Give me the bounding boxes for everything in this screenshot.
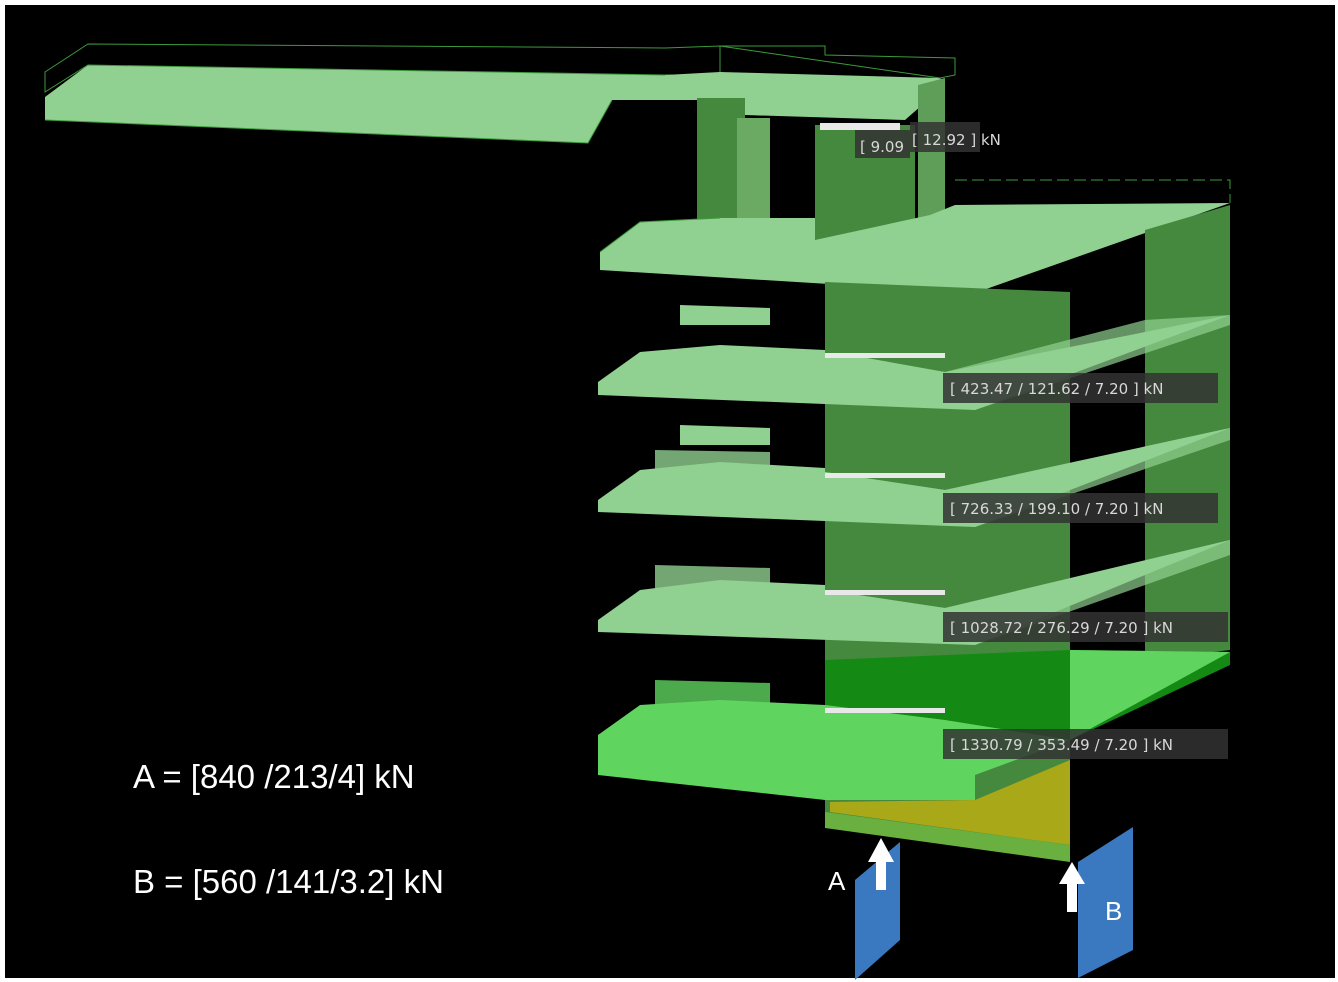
reaction-arrow-a [868, 838, 894, 890]
load-label-level-1: [ 1330.79 / 353.49 / 7.20 ] kN [943, 729, 1228, 759]
load-label-roof-b: [ 12.92 ] kN [912, 131, 1001, 149]
load-label-roof: [ 9.09 [ 12.92 ] kN [855, 122, 1001, 158]
transfer-beam [825, 760, 1070, 862]
support-b-letter: B [1105, 896, 1122, 926]
reaction-arrow-b [1059, 862, 1085, 912]
load-label-level-1-text: [ 1330.79 / 353.49 / 7.20 ] kN [950, 736, 1173, 754]
reaction-a-text: A = [840 /213/4] kN [133, 758, 415, 795]
level-3-slab [598, 425, 1230, 527]
level-2-slab [598, 540, 1230, 645]
support-a-letter: A [828, 866, 846, 896]
load-label-level-3-text: [ 726.33 / 199.10 / 7.20 ] kN [950, 500, 1163, 518]
roof-core-slab [665, 45, 956, 120]
load-label-level-4: [ 423.47 / 121.62 / 7.20 ] kN [943, 373, 1218, 403]
level-5-slab [599, 179, 1231, 293]
support-a [855, 842, 900, 980]
load-label-level-4-text: [ 423.47 / 121.62 / 7.20 ] kN [950, 380, 1163, 398]
level-1-slab [598, 650, 1230, 800]
reaction-b-text: B = [560 /141/3.2] kN [133, 863, 444, 900]
support-b [1078, 827, 1133, 978]
load-label-level-3: [ 726.33 / 199.10 / 7.20 ] kN [943, 493, 1218, 523]
level-4-slab [598, 305, 1230, 410]
load-label-level-2-text: [ 1028.72 / 276.29 / 7.20 ] kN [950, 619, 1173, 637]
load-label-level-2: [ 1028.72 / 276.29 / 7.20 ] kN [943, 612, 1228, 642]
load-label-roof-a: [ 9.09 [860, 138, 904, 156]
